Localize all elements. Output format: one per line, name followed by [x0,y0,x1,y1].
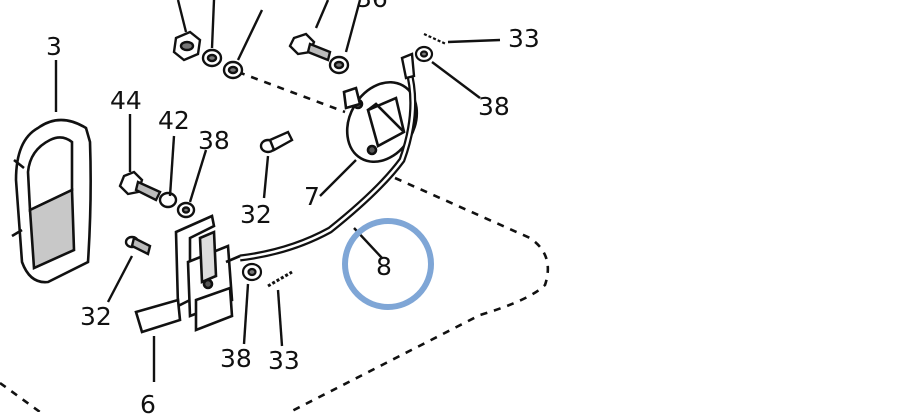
label-part-partial-top: 36 [356,0,388,11]
label-part-32-upper: 32 [240,200,272,229]
top-bolt [288,32,350,75]
screw-top-right [414,32,447,63]
label-part-6: 6 [140,390,156,419]
label-part-7: 7 [304,182,320,211]
label-part-38-right: 38 [478,92,510,121]
bracket-part-6 [134,214,241,334]
screw-32-upper [259,130,294,154]
switch-plate-part-7 [342,80,419,164]
bolt-assembly-left [118,170,196,219]
washer-screw-bottom [241,262,293,288]
label-part-3: 3 [46,32,62,61]
assembly-boundary-dashed [237,70,550,414]
top-nut [172,30,244,80]
highlight-circle [342,218,434,310]
screw-32-lower [124,235,152,256]
label-part-33-bottom: 33 [268,346,300,375]
assembly-boundary-dashed-left [0,381,41,414]
cable-terminal-top [400,52,416,80]
label-part-44: 44 [110,86,142,115]
guard-cover-part-3 [11,118,92,284]
label-part-38-bottom: 38 [220,344,252,373]
label-part-33-top: 33 [508,24,540,53]
label-part-32-lower: 32 [80,302,112,331]
label-part-8: 8 [376,252,392,281]
label-part-42: 42 [158,106,190,135]
leader-lines [54,0,501,382]
label-part-38-left: 38 [198,126,230,155]
